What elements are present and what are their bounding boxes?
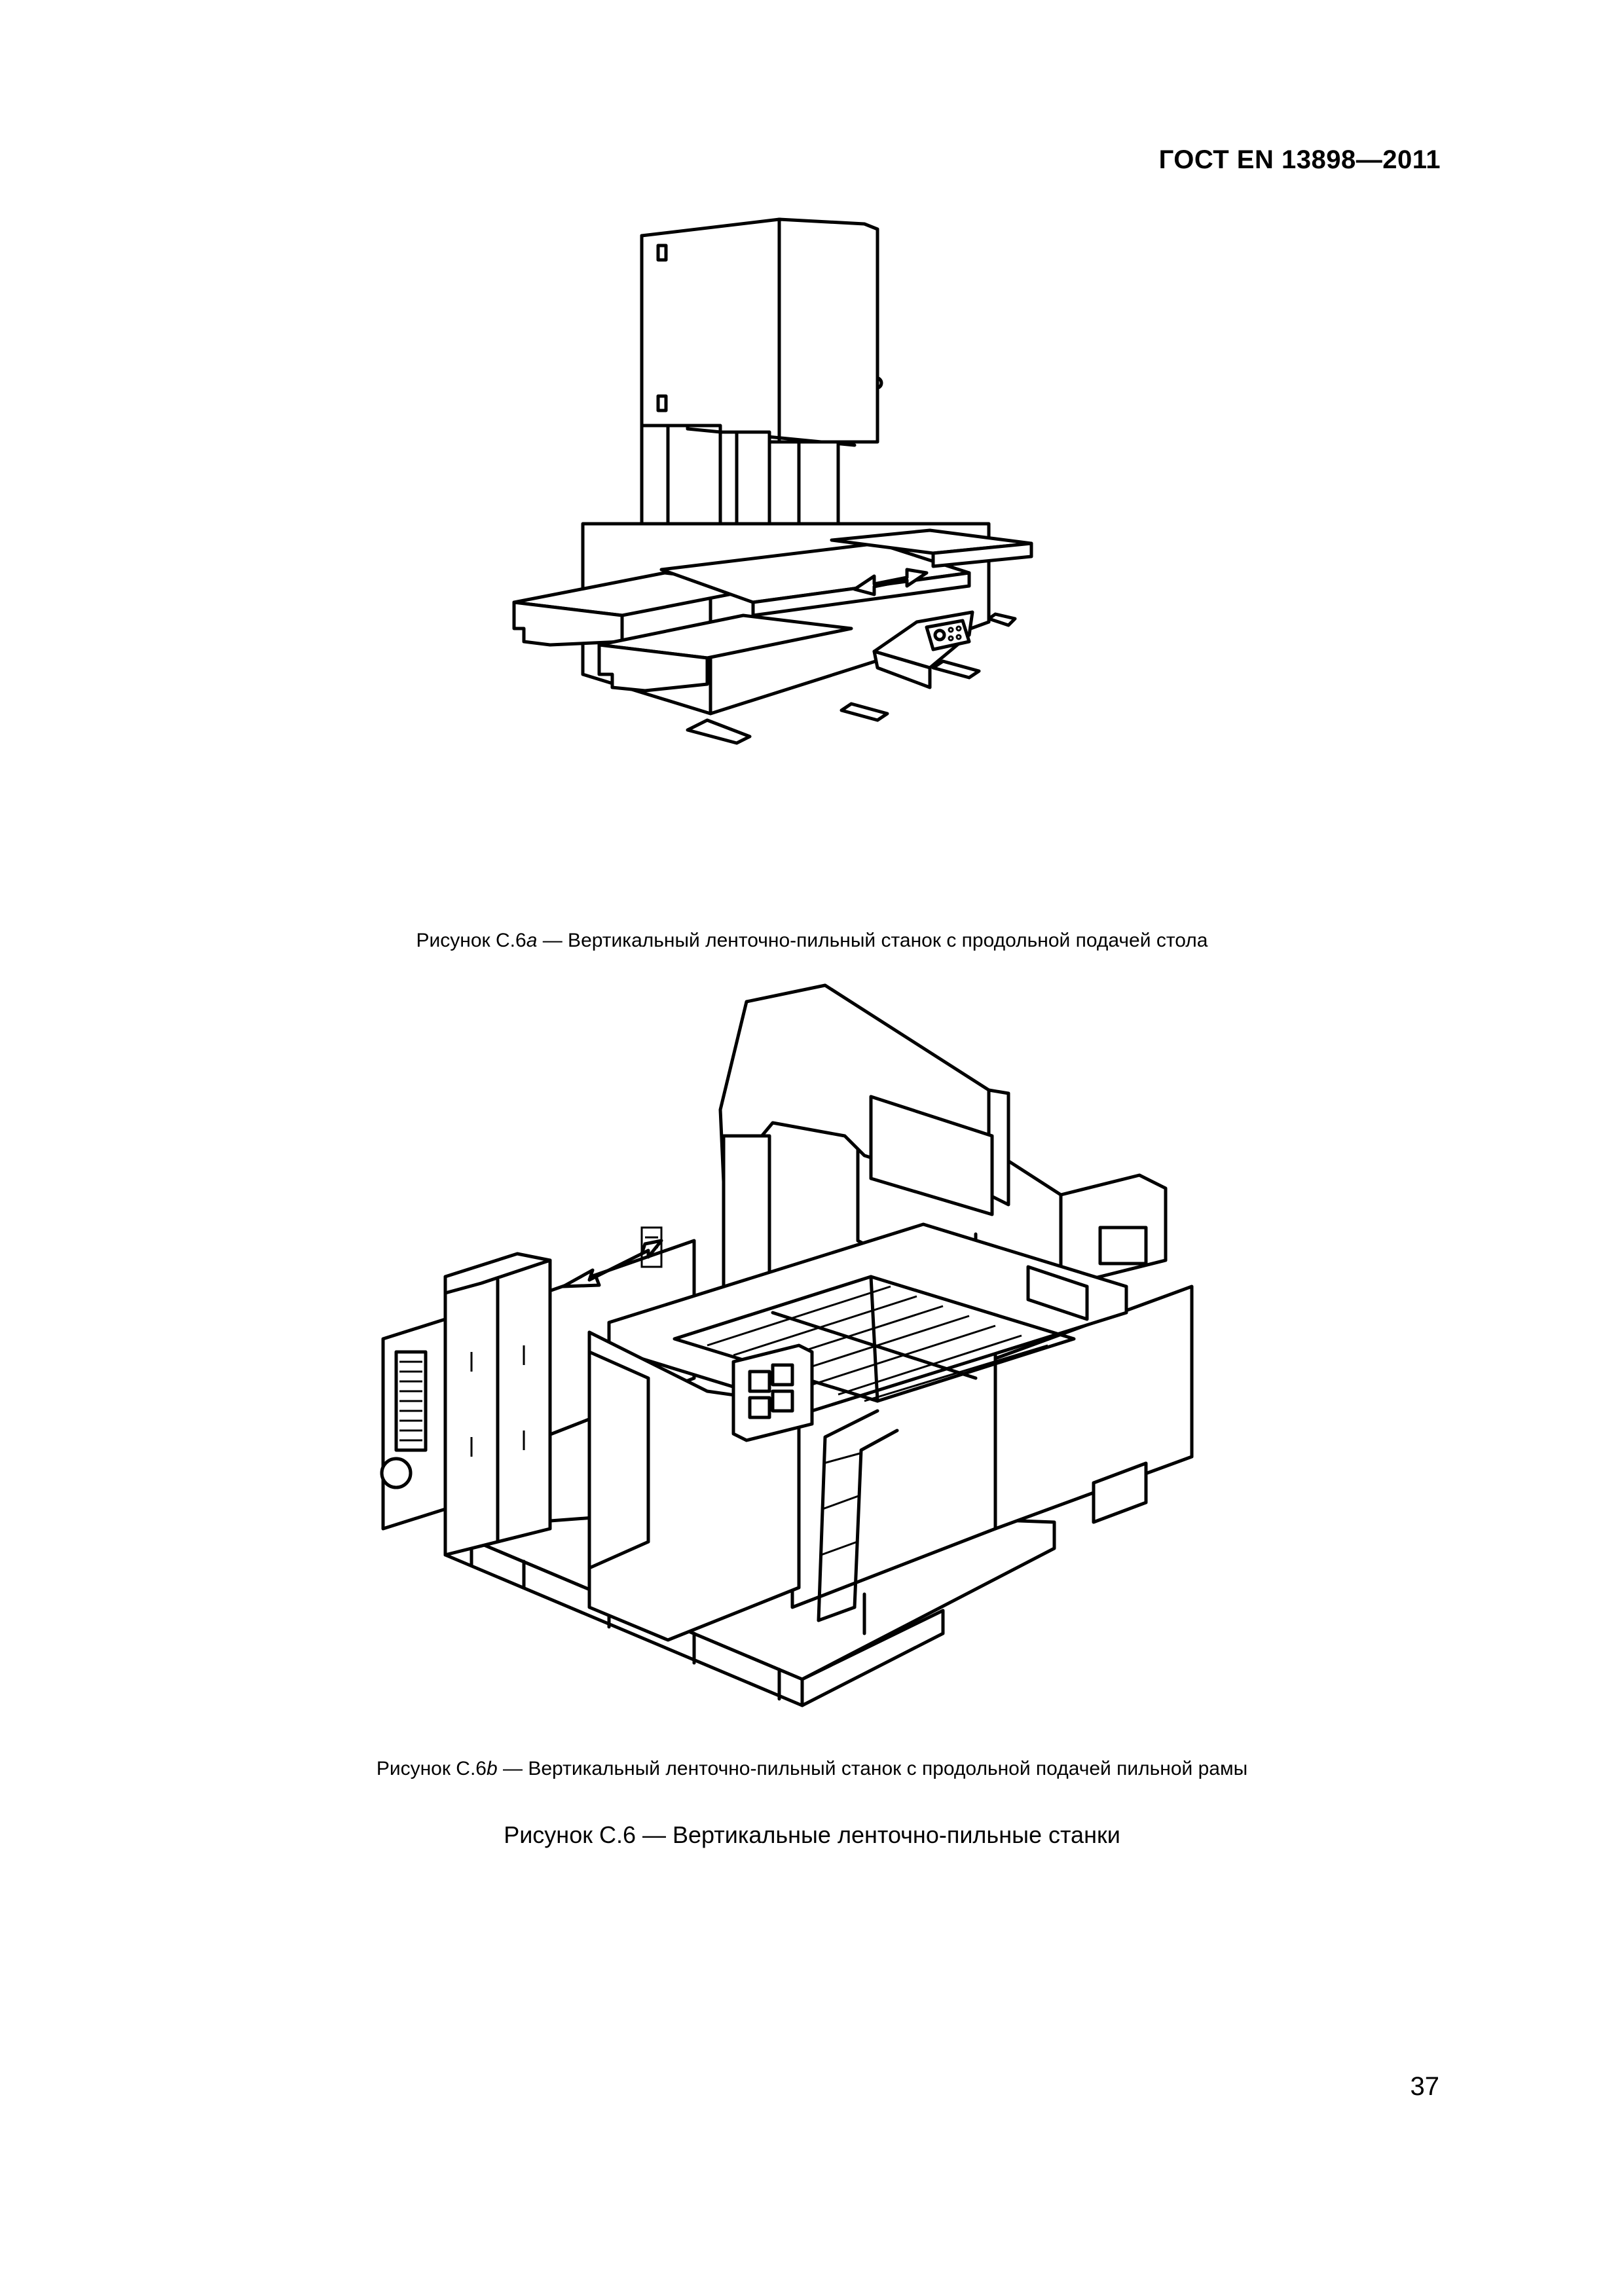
page-number: 37 xyxy=(1410,2072,1440,2101)
figure-caption-c6b-text: — Вертикальный ленточно-пильный станок с… xyxy=(497,1758,1248,1779)
figure-caption-c6a: Рисунок С.6a — Вертикальный ленточно-пил… xyxy=(0,930,1624,952)
access-ladder xyxy=(817,1409,899,1635)
figure-caption-c6a-letter: a xyxy=(526,930,538,951)
figure-caption-c6b-letter: b xyxy=(487,1758,498,1779)
figure-c6b-band-saw-frame-feed xyxy=(380,983,1194,1707)
figure-main-caption: Рисунок С.6 — Вертикальные ленточно-пиль… xyxy=(504,1821,1120,1848)
figure-caption-c6a-text: — Вертикальный ленточно-пильный станок с… xyxy=(537,930,1208,951)
figure-caption-c6b: Рисунок С.6b — Вертикальный ленточно-пил… xyxy=(0,1758,1624,1780)
document-header: ГОСТ EN 13898—2011 xyxy=(1158,145,1441,174)
figure-caption-c6b-prefix: Рисунок С.6 xyxy=(376,1758,487,1779)
figure-c6a-band-saw-table-feed xyxy=(512,217,1033,745)
figure-caption-c6a-prefix: Рисунок С.6 xyxy=(416,930,526,951)
